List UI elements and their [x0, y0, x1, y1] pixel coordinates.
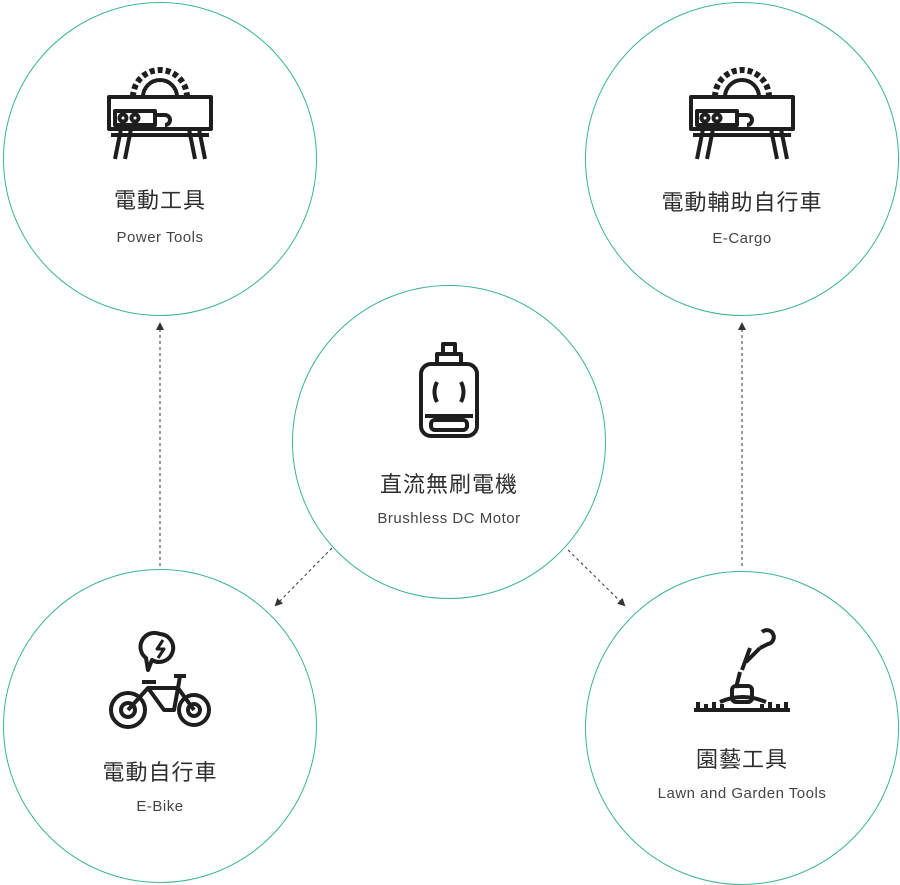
power-tools-node: 電動工具 Power Tools: [3, 2, 317, 316]
table-saw-icon: [107, 67, 213, 160]
power-tools-title: 電動工具: [113, 189, 206, 214]
e-bike-node: 電動自行車 E-Bike: [3, 569, 317, 883]
motor-subtitle: Brushless DC Motor: [377, 510, 521, 527]
arrow-to-lawn-tools: [567, 549, 626, 607]
e-bike-subtitle: E-Bike: [136, 798, 184, 815]
e-bike-title: 電動自行車: [102, 761, 218, 786]
lawn-trimmer-icon: [694, 628, 790, 712]
e-cargo-subtitle: E-Cargo: [712, 230, 772, 247]
lawn-subtitle: Lawn and Garden Tools: [657, 785, 827, 802]
motor-icon: [419, 342, 479, 438]
brushless-dc-motor-node: 直流無刷電機 Brushless DC Motor: [292, 285, 606, 599]
e-cargo-node: 電動輔助自行車 E-Cargo: [585, 2, 899, 316]
e-cargo-title: 電動輔助自行車: [661, 191, 823, 216]
arrow-to-e-bike: [274, 547, 333, 607]
electric-bicycle-icon: [109, 630, 211, 729]
power-tools-subtitle: Power Tools: [116, 229, 204, 246]
lawn-title: 園藝工具: [695, 748, 788, 773]
motor-title: 直流無刷電機: [379, 473, 518, 498]
table-saw-icon: [689, 67, 795, 160]
lawn-garden-tools-node: 園藝工具 Lawn and Garden Tools: [585, 571, 899, 885]
